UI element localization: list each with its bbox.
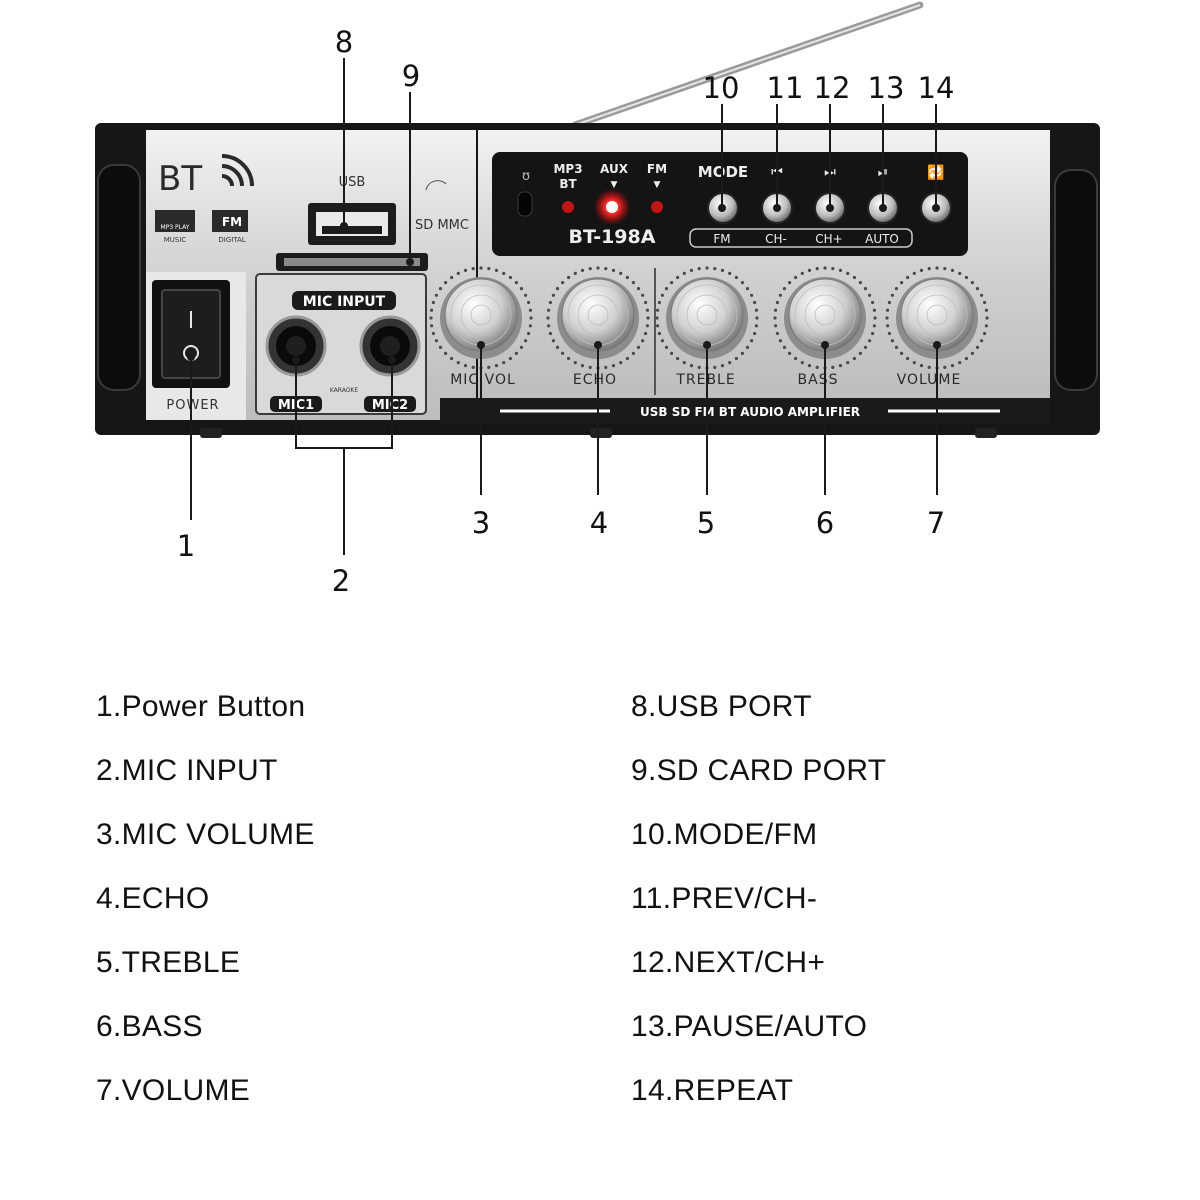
svg-text:▼: ▼ xyxy=(654,180,661,190)
bt-logo: BT xyxy=(158,159,202,199)
legend-item-12: 12.NEXT/CH+ xyxy=(631,946,826,979)
fm-led xyxy=(651,201,663,213)
treble-knob[interactable] xyxy=(655,266,759,370)
remote-sensor-icon: ʊ xyxy=(517,169,533,217)
callout-lines xyxy=(190,58,938,555)
sd-mmc-label: SD MMC xyxy=(415,218,469,233)
aux-led xyxy=(606,201,618,213)
mic1-jack xyxy=(265,315,327,377)
svg-text:ʊ: ʊ xyxy=(522,169,530,184)
knob-label-treble: TREBLE xyxy=(675,372,735,388)
knob-label-echo: ECHO xyxy=(573,372,617,388)
callout-13: 13 xyxy=(868,71,905,105)
svg-text:BT: BT xyxy=(559,177,577,191)
legend-item-3: 3.MIC VOLUME xyxy=(96,818,315,851)
svg-text:CH-: CH- xyxy=(765,232,787,246)
mic-input-label-bg xyxy=(292,291,396,310)
knob-label-volume: VOLUME xyxy=(897,372,962,388)
svg-text:AUX: AUX xyxy=(600,162,629,176)
legend-item-4: 4.ECHO xyxy=(96,882,210,915)
svg-text:AUTO: AUTO xyxy=(865,232,899,246)
svg-text:KARAOKE: KARAOKE xyxy=(330,387,359,394)
brand-strip-text: USB SD FM BT AUDIO AMPLIFIER xyxy=(640,405,860,419)
legend-item-11: 11.PREV/CH- xyxy=(631,882,818,915)
amplifier-diagram: USB SD FM BT AUDIO AMPLIFIER BT MP3 PLAY… xyxy=(95,1,1100,598)
legend-item-10: 10.MODE/FM xyxy=(631,818,818,851)
svg-text:CH+: CH+ xyxy=(815,232,842,246)
svg-text:FM: FM xyxy=(222,215,242,229)
svg-text:MP3: MP3 xyxy=(553,162,582,176)
callout-11: 11 xyxy=(767,71,804,105)
svg-text:MUSIC: MUSIC xyxy=(164,236,187,244)
mic2-label: MIC2 xyxy=(372,398,408,413)
svg-text:FM: FM xyxy=(713,232,730,246)
legend-item-6: 6.BASS xyxy=(96,1010,203,1043)
callout-7: 7 xyxy=(927,506,945,540)
knob-label-bass: BASS xyxy=(798,372,839,388)
mp3-bt-led xyxy=(562,201,574,213)
mic-volume-knob[interactable] xyxy=(429,266,533,370)
knob-group xyxy=(429,266,989,370)
legend-item-7: 7.VOLUME xyxy=(96,1074,251,1107)
callout-14: 14 xyxy=(918,71,955,105)
usb-label: USB xyxy=(339,175,366,190)
legend-item-14: 14.REPEAT xyxy=(631,1074,794,1107)
svg-text:DIGITAL: DIGITAL xyxy=(218,236,245,244)
legend-item-1: 1.Power Button xyxy=(96,690,306,723)
callout-2: 2 xyxy=(332,564,350,598)
volume-knob[interactable] xyxy=(885,266,989,370)
mic2-jack xyxy=(359,315,421,377)
right-handle xyxy=(1054,169,1098,391)
model-label: BT-198A xyxy=(569,226,656,248)
callout-12: 12 xyxy=(814,71,851,105)
callout-1: 1 xyxy=(177,529,195,563)
callout-6: 6 xyxy=(816,506,834,540)
svg-text:▼: ▼ xyxy=(611,180,618,190)
callout-4: 4 xyxy=(590,506,608,540)
bass-knob[interactable] xyxy=(773,266,877,370)
legend-item-13: 13.PAUSE/AUTO xyxy=(631,1010,868,1043)
mp3-play-logo xyxy=(155,210,195,232)
echo-knob[interactable] xyxy=(546,266,650,370)
legend-item-8: 8.USB PORT xyxy=(631,690,812,723)
callout-5: 5 xyxy=(697,506,715,540)
left-handle xyxy=(97,164,141,391)
callout-10: 10 xyxy=(703,71,740,105)
fm-logo xyxy=(212,210,248,232)
knob-label-mic-vol: MIC VOL xyxy=(450,372,516,388)
callout-9: 9 xyxy=(402,59,420,93)
legend-item-5: 5.TREBLE xyxy=(96,946,241,979)
callout-3: 3 xyxy=(472,506,490,540)
power-label: POWER xyxy=(166,398,219,413)
legend-item-2: 2.MIC INPUT xyxy=(96,754,278,787)
svg-text:MP3 PLAY: MP3 PLAY xyxy=(161,224,190,231)
legend-item-9: 9.SD CARD PORT xyxy=(631,754,887,787)
svg-text:FM: FM xyxy=(647,162,667,176)
callout-dots xyxy=(187,204,941,364)
wifi-icon xyxy=(221,154,254,187)
callout-8: 8 xyxy=(335,25,353,59)
mic-input-label: MIC INPUT xyxy=(303,294,386,310)
